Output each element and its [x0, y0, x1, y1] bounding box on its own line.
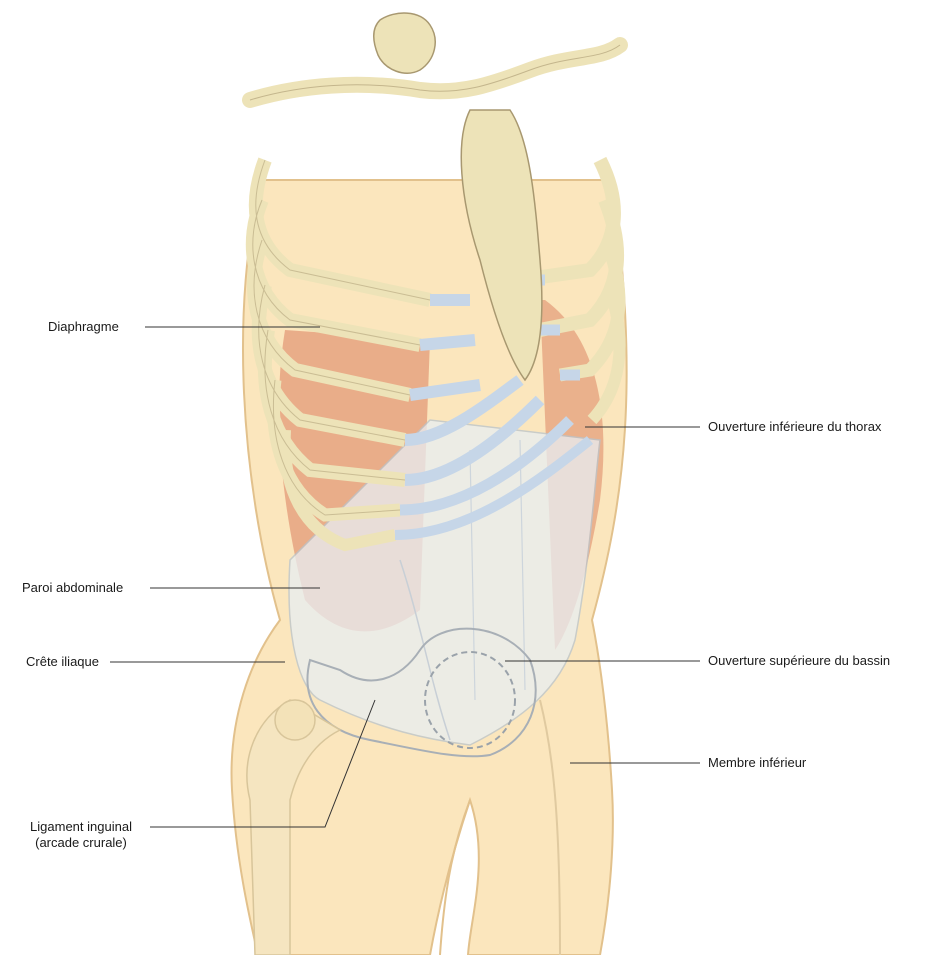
label-ouverture-superieure-bassin: Ouverture supérieure du bassin — [708, 653, 890, 669]
label-crete-iliaque: Crête iliaque — [26, 654, 99, 670]
label-membre-inferieur: Membre inférieur — [708, 755, 806, 771]
label-diaphragme: Diaphragme — [48, 319, 119, 335]
label-ligament-inguinal-line1: Ligament inguinal — [16, 819, 146, 835]
label-ouverture-inferieure-thorax: Ouverture inférieure du thorax — [708, 419, 881, 435]
label-ligament-inguinal: Ligament inguinal (arcade crurale) — [16, 819, 146, 851]
label-ligament-inguinal-line2: (arcade crurale) — [16, 835, 146, 851]
label-paroi-abdominale: Paroi abdominale — [22, 580, 123, 596]
